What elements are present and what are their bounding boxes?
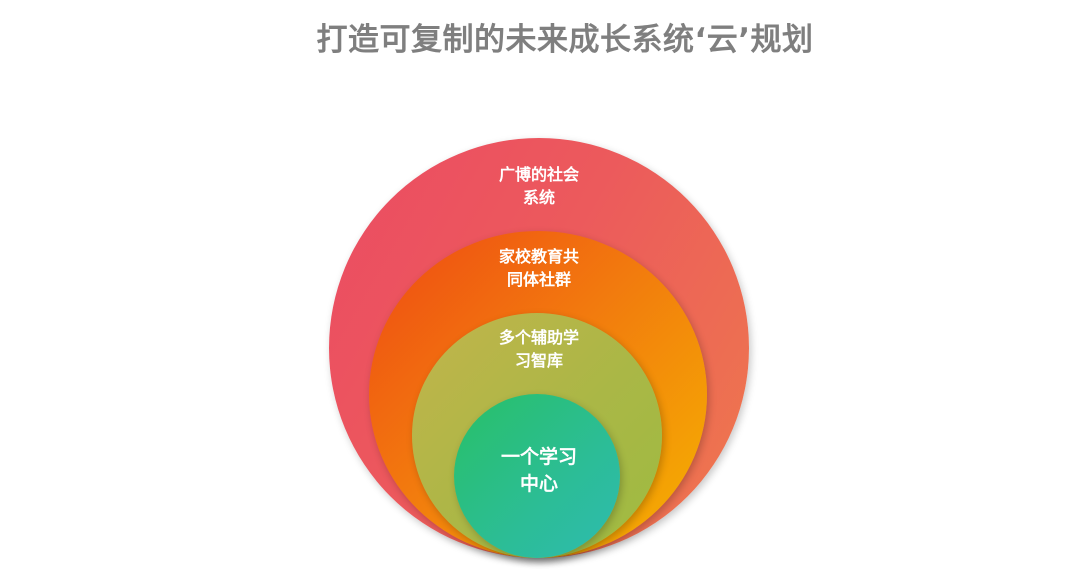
label-home-school-community: 家校教育共 同体社群 [464, 245, 614, 291]
label-social-system-line2: 系统 [522, 188, 555, 208]
circle-learning-center [454, 394, 620, 558]
label-learning-think-tanks-line2: 习智库 [514, 351, 563, 371]
label-learning-think-tanks-line1: 多个辅助学 [498, 328, 579, 347]
label-social-system-line1: 广博的社会 [498, 165, 579, 184]
label-home-school-community-line1: 家校教育共 [498, 247, 579, 266]
label-home-school-community-line2: 同体社群 [506, 270, 571, 290]
label-learning-center: 一个学习 中心 [464, 444, 614, 498]
label-learning-center-line2: 中心 [519, 472, 558, 495]
page-title: 打造可复制的未来成长系统‘云’规划 [316, 22, 814, 58]
label-learning-center-line1: 一个学习 [500, 446, 577, 468]
label-social-system: 广博的社会 系统 [464, 163, 614, 209]
label-learning-think-tanks: 多个辅助学 习智库 [464, 326, 614, 372]
